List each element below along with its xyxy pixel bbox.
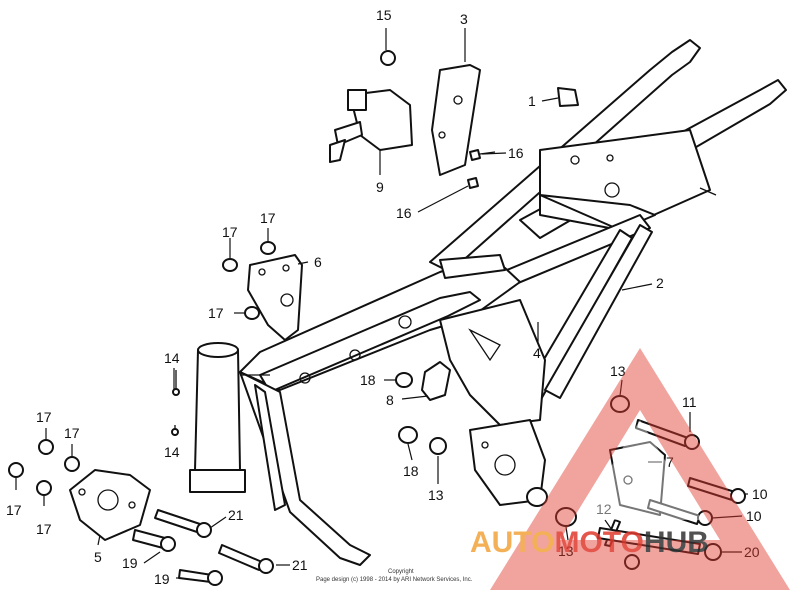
- plate-8-and-nut-18: [395, 361, 451, 455]
- watermark-logo: AUTOMOTOHUB: [470, 348, 790, 590]
- bolts-16: [467, 149, 496, 189]
- callout-17-a: 17: [222, 224, 238, 240]
- callout-17-f: 17: [6, 502, 22, 518]
- callout-17-d: 17: [36, 409, 52, 425]
- leader-lines: [15, 28, 748, 579]
- svg-text:AUTOMOTOHUB: AUTOMOTOHUB: [470, 526, 709, 559]
- callout-10-b: 10: [746, 508, 762, 524]
- callout-16-a: 16: [508, 145, 524, 161]
- callout-18-b: 18: [403, 463, 419, 479]
- callout-11: 11: [682, 394, 697, 410]
- bracket-6: [247, 254, 303, 341]
- main-frame: [189, 39, 787, 566]
- ignition-switch-9: [329, 89, 413, 163]
- callout-14-b: 14: [164, 444, 180, 460]
- callout-17-g: 17: [36, 521, 52, 537]
- callout-1: 1: [528, 93, 536, 109]
- callout-2: 2: [656, 275, 664, 291]
- callout-8: 8: [386, 392, 394, 408]
- callout-labels: 15 3 1 9 16 16 17 17 6 17 2 4 14 18 8 13…: [6, 7, 768, 587]
- callout-21-a: 21: [228, 507, 244, 523]
- bolt-1: [557, 87, 579, 107]
- bracket-3: [431, 64, 481, 176]
- callout-9: 9: [376, 179, 384, 195]
- callout-20: 20: [744, 544, 760, 560]
- callout-19-b: 19: [154, 571, 170, 587]
- callout-13-b: 13: [428, 487, 444, 503]
- callout-10-a: 10: [752, 486, 768, 502]
- callout-14-a: 14: [164, 350, 180, 366]
- washers-13: [526, 395, 630, 527]
- callout-17-e: 17: [64, 425, 80, 441]
- nut-15: [380, 50, 396, 66]
- callout-16-b: 16: [396, 205, 412, 221]
- copyright-line-1: Copyright: [388, 569, 414, 575]
- callout-7: 7: [666, 454, 674, 470]
- bracket-5: [69, 469, 151, 541]
- bolts-19-21: [132, 509, 274, 586]
- callout-3: 3: [460, 11, 468, 27]
- bolts-10-11-12: [604, 419, 746, 570]
- watermark-triangle-icon: [490, 348, 790, 590]
- callout-4: 4: [533, 345, 541, 361]
- callout-6: 6: [314, 254, 322, 270]
- nuts-17-lower: [8, 439, 80, 496]
- copyright-notice: Copyright Page design (c) 1998 - 2014 by…: [316, 569, 473, 583]
- bolt-20: [597, 527, 722, 561]
- callout-12: 12: [596, 501, 612, 517]
- callout-5: 5: [94, 549, 102, 565]
- callout-17-b: 17: [260, 210, 276, 226]
- engine-mount-7: [609, 441, 666, 516]
- watermark-moto: MOTO: [554, 526, 643, 559]
- callout-18-a: 18: [360, 372, 376, 388]
- callout-21-b: 21: [292, 557, 308, 573]
- callout-13-a: 13: [610, 363, 626, 379]
- watermark-hub: HUB: [644, 526, 709, 559]
- callout-19-a: 19: [122, 555, 138, 571]
- bolt-14: [171, 370, 180, 436]
- copyright-line-2: Page design (c) 1998 - 2014 by ARI Netwo…: [316, 577, 473, 583]
- callout-15: 15: [376, 7, 392, 23]
- nuts-17-upper: [222, 241, 276, 320]
- watermark-inner-triangle-icon: [578, 420, 702, 520]
- callout-17-c: 17: [208, 305, 224, 321]
- callout-13-c: 13: [558, 543, 574, 559]
- watermark-auto: AUTO: [470, 526, 554, 559]
